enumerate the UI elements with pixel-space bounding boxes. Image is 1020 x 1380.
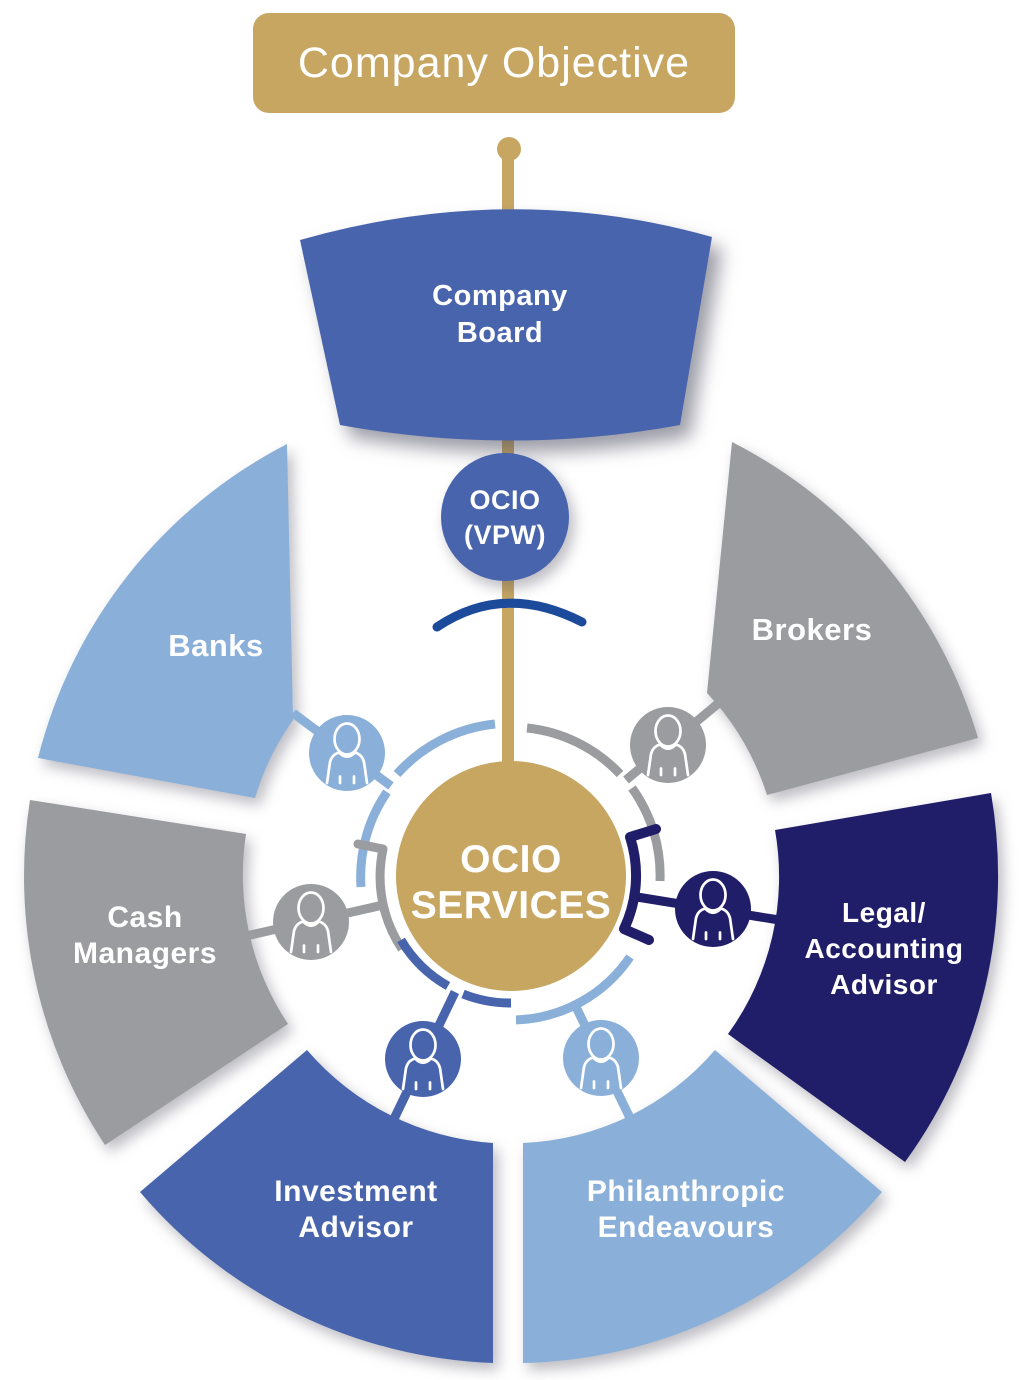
center-label-line2: SERVICES <box>411 884 612 927</box>
arc-brokers-upper <box>526 723 624 778</box>
company-board-label-line2: Board <box>457 317 543 349</box>
wedge-philanthropic-endeavours <box>523 1050 882 1363</box>
person-node-brokers <box>630 707 706 783</box>
pin-marker <box>497 137 521 161</box>
person-node-investment <box>385 1021 461 1097</box>
investment-label-line1: Investment <box>274 1175 437 1208</box>
center-circle <box>396 761 626 991</box>
wedge-investment-advisor <box>140 1050 493 1363</box>
company-objective-box <box>253 13 735 113</box>
cash-label-line1: Cash <box>107 901 182 934</box>
ocio-vpw-circle <box>441 453 569 581</box>
arc-investment-right <box>461 989 512 1008</box>
center-label-line1: OCIO <box>460 838 562 881</box>
person-circle-cash <box>273 884 349 960</box>
person-circle-legal <box>675 871 751 947</box>
legal-label-line2: Accounting <box>805 933 964 964</box>
vpw-accent-arc <box>432 598 587 632</box>
cash-label-line2: Managers <box>73 937 217 970</box>
brokers-label: Brokers <box>752 612 873 647</box>
legal-label-line1: Legal/ <box>842 897 926 928</box>
ocio-vpw-label-line2: (VPW) <box>464 520 546 550</box>
ocio-vpw-label-line1: OCIO <box>469 485 540 515</box>
company-objective-title: Company Objective <box>298 39 690 87</box>
person-circle-investment <box>385 1021 461 1097</box>
arc-cash <box>375 848 406 952</box>
person-node-banks <box>309 715 385 791</box>
person-node-philanthropic <box>563 1020 639 1096</box>
legal-label-line3: Advisor <box>830 969 938 1000</box>
person-node-cash <box>273 884 349 960</box>
arc-legal <box>619 835 641 932</box>
wedge-brokers <box>707 442 978 795</box>
wedge-company-board <box>300 209 712 441</box>
wedge-banks <box>38 444 293 798</box>
arc-investment-left <box>397 937 451 990</box>
philanthropic-label-line2: Endeavours <box>598 1211 775 1244</box>
person-node-legal <box>675 871 751 947</box>
investment-label-line2: Advisor <box>298 1211 413 1244</box>
person-circle-brokers <box>630 707 706 783</box>
arc-banks-lower <box>356 789 391 888</box>
banks-label: Banks <box>168 628 264 663</box>
arc-banks-upper <box>393 719 496 778</box>
arc-cash-tick <box>353 839 388 854</box>
wedge-cash-managers <box>24 800 288 1145</box>
person-circle-banks <box>309 715 385 791</box>
arc-legal-ticks <box>619 824 661 945</box>
philanthropic-label-line1: Philanthropic <box>587 1175 785 1208</box>
wedge-legal-accounting-advisor <box>728 793 999 1162</box>
company-board-label-line1: Company <box>432 280 568 312</box>
arc-philanthropic <box>515 954 634 1025</box>
person-circle-philanthropic <box>563 1020 639 1096</box>
